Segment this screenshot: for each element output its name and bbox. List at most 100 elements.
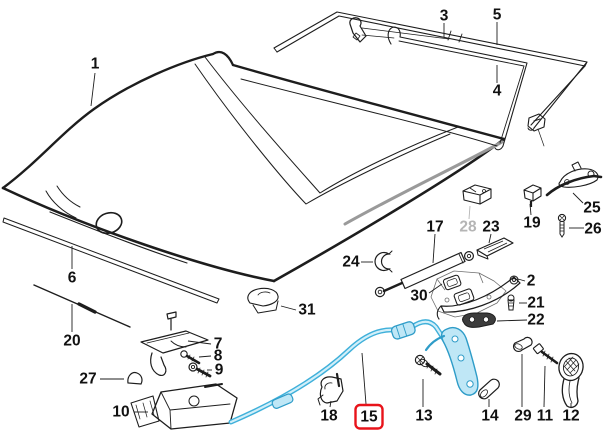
part-label-12[interactable]: 12	[562, 408, 579, 425]
bracket-23	[476, 237, 514, 260]
part-label-29[interactable]: 29	[514, 408, 532, 425]
part-label-21[interactable]: 21	[527, 295, 545, 312]
strip-end-bracket-pointer	[537, 128, 545, 147]
part-label-7[interactable]: 7	[214, 336, 223, 353]
leader-line-17	[432, 233, 436, 264]
cable-sleeve	[271, 393, 294, 409]
strip-4-outer	[387, 26, 528, 147]
part-label-11[interactable]: 11	[537, 408, 554, 425]
hinge-2	[436, 275, 521, 320]
part-label-8[interactable]: 8	[214, 348, 223, 365]
cable-lever	[440, 326, 479, 396]
handle-12	[558, 352, 584, 408]
lock-body-inner	[160, 391, 231, 430]
bolt-11	[532, 343, 559, 365]
leader-line-7	[187, 340, 212, 345]
leader-line-31	[280, 305, 297, 311]
screw-26	[557, 213, 567, 238]
lock-hole	[188, 395, 200, 407]
part-label-28[interactable]: 28	[459, 219, 477, 236]
screw-9	[188, 362, 212, 378]
rod-joint	[77, 302, 97, 314]
part-label-20[interactable]: 20	[63, 333, 80, 350]
handle-blade	[561, 377, 580, 408]
leader-line-8	[198, 355, 212, 358]
part-label-3[interactable]: 3	[440, 8, 449, 25]
clamp-24	[374, 250, 393, 273]
lock-spring	[204, 383, 223, 388]
hood-panel	[1, 50, 506, 283]
leader-line-2	[517, 278, 526, 282]
gasket-pads-30	[442, 274, 475, 306]
part-label-9[interactable]: 9	[215, 362, 224, 379]
catch-plate-inner	[146, 332, 190, 344]
part-label-6[interactable]: 6	[68, 270, 77, 287]
strip-clip-pointer-lines	[361, 27, 450, 40]
strip-3-5-outer	[273, 11, 588, 129]
strip-4-inner	[398, 40, 525, 144]
hood-lock	[130, 383, 238, 430]
leader-line-28	[468, 205, 471, 220]
part-label-27[interactable]: 27	[79, 371, 96, 388]
safety-catch-upper	[140, 311, 209, 376]
leader-line-15	[361, 352, 367, 405]
strip-clip-hole	[352, 32, 361, 41]
leader-line-22	[496, 319, 528, 322]
cable-ferrule	[390, 321, 416, 340]
part-label-30[interactable]: 30	[410, 288, 427, 305]
part-label-23[interactable]: 23	[482, 219, 500, 236]
strut-cylinder	[400, 251, 466, 290]
hood-outline-bottom-edge	[272, 137, 506, 283]
catch-plate	[140, 330, 209, 354]
clip-31	[247, 287, 279, 314]
part-label-26[interactable]: 26	[584, 221, 602, 238]
part-label-14[interactable]: 14	[481, 408, 499, 425]
hood-corner-detail	[45, 185, 81, 219]
part-label-24[interactable]: 24	[342, 254, 360, 271]
strut-eyelet	[464, 251, 475, 262]
part-label-13[interactable]: 13	[415, 408, 433, 425]
part-label-25[interactable]: 25	[583, 200, 601, 217]
part-label-19[interactable]: 19	[523, 215, 541, 232]
support-rod	[33, 284, 131, 328]
lock-bracket-hatch	[135, 400, 155, 420]
hood-crease-line-1	[194, 63, 451, 205]
part-label-4[interactable]: 4	[493, 83, 502, 100]
strip-joint-ticks	[447, 30, 463, 43]
lock-body	[151, 383, 238, 430]
catch-bolt	[166, 311, 177, 331]
hood-outline-top-corner	[211, 50, 235, 67]
catch-hook	[150, 352, 167, 376]
part-label-15[interactable]: 15	[360, 409, 378, 426]
handle-grip-hatch	[563, 356, 580, 376]
leader-line-23	[488, 233, 492, 244]
part-label-2[interactable]: 2	[527, 273, 536, 290]
part-label-22[interactable]: 22	[527, 312, 544, 329]
hood-hem-gray	[343, 140, 504, 226]
hood-emblem-hole	[95, 211, 123, 235]
part-label-10[interactable]: 10	[112, 404, 129, 421]
screw-13	[414, 354, 442, 376]
leader-line-25	[572, 192, 584, 204]
hood-outline-right-edge	[231, 63, 506, 141]
screw-8	[180, 350, 201, 365]
cable-run-core	[229, 328, 396, 424]
rear-seal-strips	[273, 11, 588, 151]
strip-clip	[349, 17, 367, 43]
screw-21	[507, 294, 515, 311]
part-label-5[interactable]: 5	[493, 7, 502, 24]
front-seal-strip	[2, 217, 220, 304]
part-label-18[interactable]: 18	[320, 408, 338, 425]
part-label-31[interactable]: 31	[298, 302, 316, 319]
leader-line-11	[543, 365, 546, 408]
hood-crease-line-2	[204, 56, 459, 194]
part-label-1[interactable]: 1	[91, 56, 100, 73]
leader-line-18	[329, 400, 332, 408]
strip-end-bracket	[527, 113, 546, 132]
selected-part-highlight-box	[354, 403, 384, 430]
leader-line-19	[529, 203, 532, 216]
lock-left-bracket	[130, 395, 160, 428]
part-label-17[interactable]: 17	[426, 219, 443, 236]
buffer-cap-27	[127, 371, 143, 385]
